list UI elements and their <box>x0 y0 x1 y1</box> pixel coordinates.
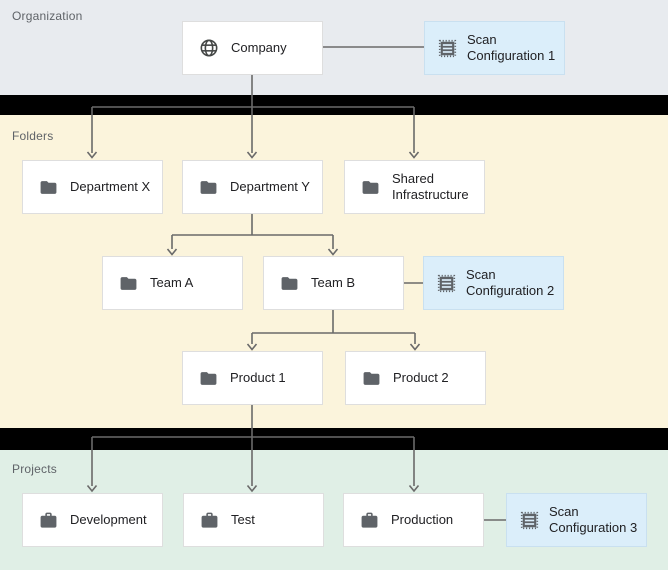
node-product-2: Product 2 <box>345 351 486 405</box>
briefcase-icon <box>360 511 379 530</box>
node-label: Team A <box>150 274 194 290</box>
node-scan-configuration-1: Scan Configuration 1 <box>424 21 565 75</box>
node-company: Company <box>182 21 323 75</box>
node-label: Scan Configuration 1 <box>467 31 556 63</box>
folders-section-label: Folders <box>12 129 54 143</box>
folder-icon <box>199 178 218 197</box>
node-label: Production <box>391 511 454 527</box>
node-department-x: Department X <box>22 160 163 214</box>
node-shared-infrastructure: Shared Infrastructure <box>344 160 485 214</box>
node-development: Development <box>22 493 163 547</box>
organization-section-label: Organization <box>12 9 83 23</box>
node-label: Scan Configuration 3 <box>549 503 638 535</box>
projects-section-label: Projects <box>12 462 57 476</box>
briefcase-icon <box>200 511 219 530</box>
scan-icon <box>520 511 539 530</box>
scan-icon <box>437 274 456 293</box>
node-team-a: Team A <box>102 256 243 310</box>
node-production: Production <box>343 493 484 547</box>
node-product-1: Product 1 <box>182 351 323 405</box>
node-scan-configuration-2: Scan Configuration 2 <box>423 256 564 310</box>
node-label: Development <box>70 511 147 527</box>
node-label: Product 2 <box>393 369 449 385</box>
node-scan-configuration-3: Scan Configuration 3 <box>506 493 647 547</box>
divider-band-top <box>0 95 668 115</box>
globe-icon <box>199 38 219 58</box>
node-test: Test <box>183 493 324 547</box>
node-label: Product 1 <box>230 369 286 385</box>
node-label: Company <box>231 39 287 55</box>
node-label: Shared Infrastructure <box>392 170 469 202</box>
briefcase-icon <box>39 511 58 530</box>
node-label: Scan Configuration 2 <box>466 266 555 298</box>
node-label: Test <box>231 511 255 527</box>
node-team-b: Team B <box>263 256 404 310</box>
folder-icon <box>362 369 381 388</box>
folder-icon <box>361 178 380 197</box>
node-department-y: Department Y <box>182 160 323 214</box>
node-label: Department X <box>70 178 151 194</box>
node-label: Team B <box>311 274 356 290</box>
scan-icon <box>438 39 457 58</box>
folder-icon <box>39 178 58 197</box>
folder-icon <box>119 274 138 293</box>
folder-icon <box>280 274 299 293</box>
divider-band-bottom <box>0 428 668 450</box>
folder-icon <box>199 369 218 388</box>
node-label: Department Y <box>230 178 310 194</box>
